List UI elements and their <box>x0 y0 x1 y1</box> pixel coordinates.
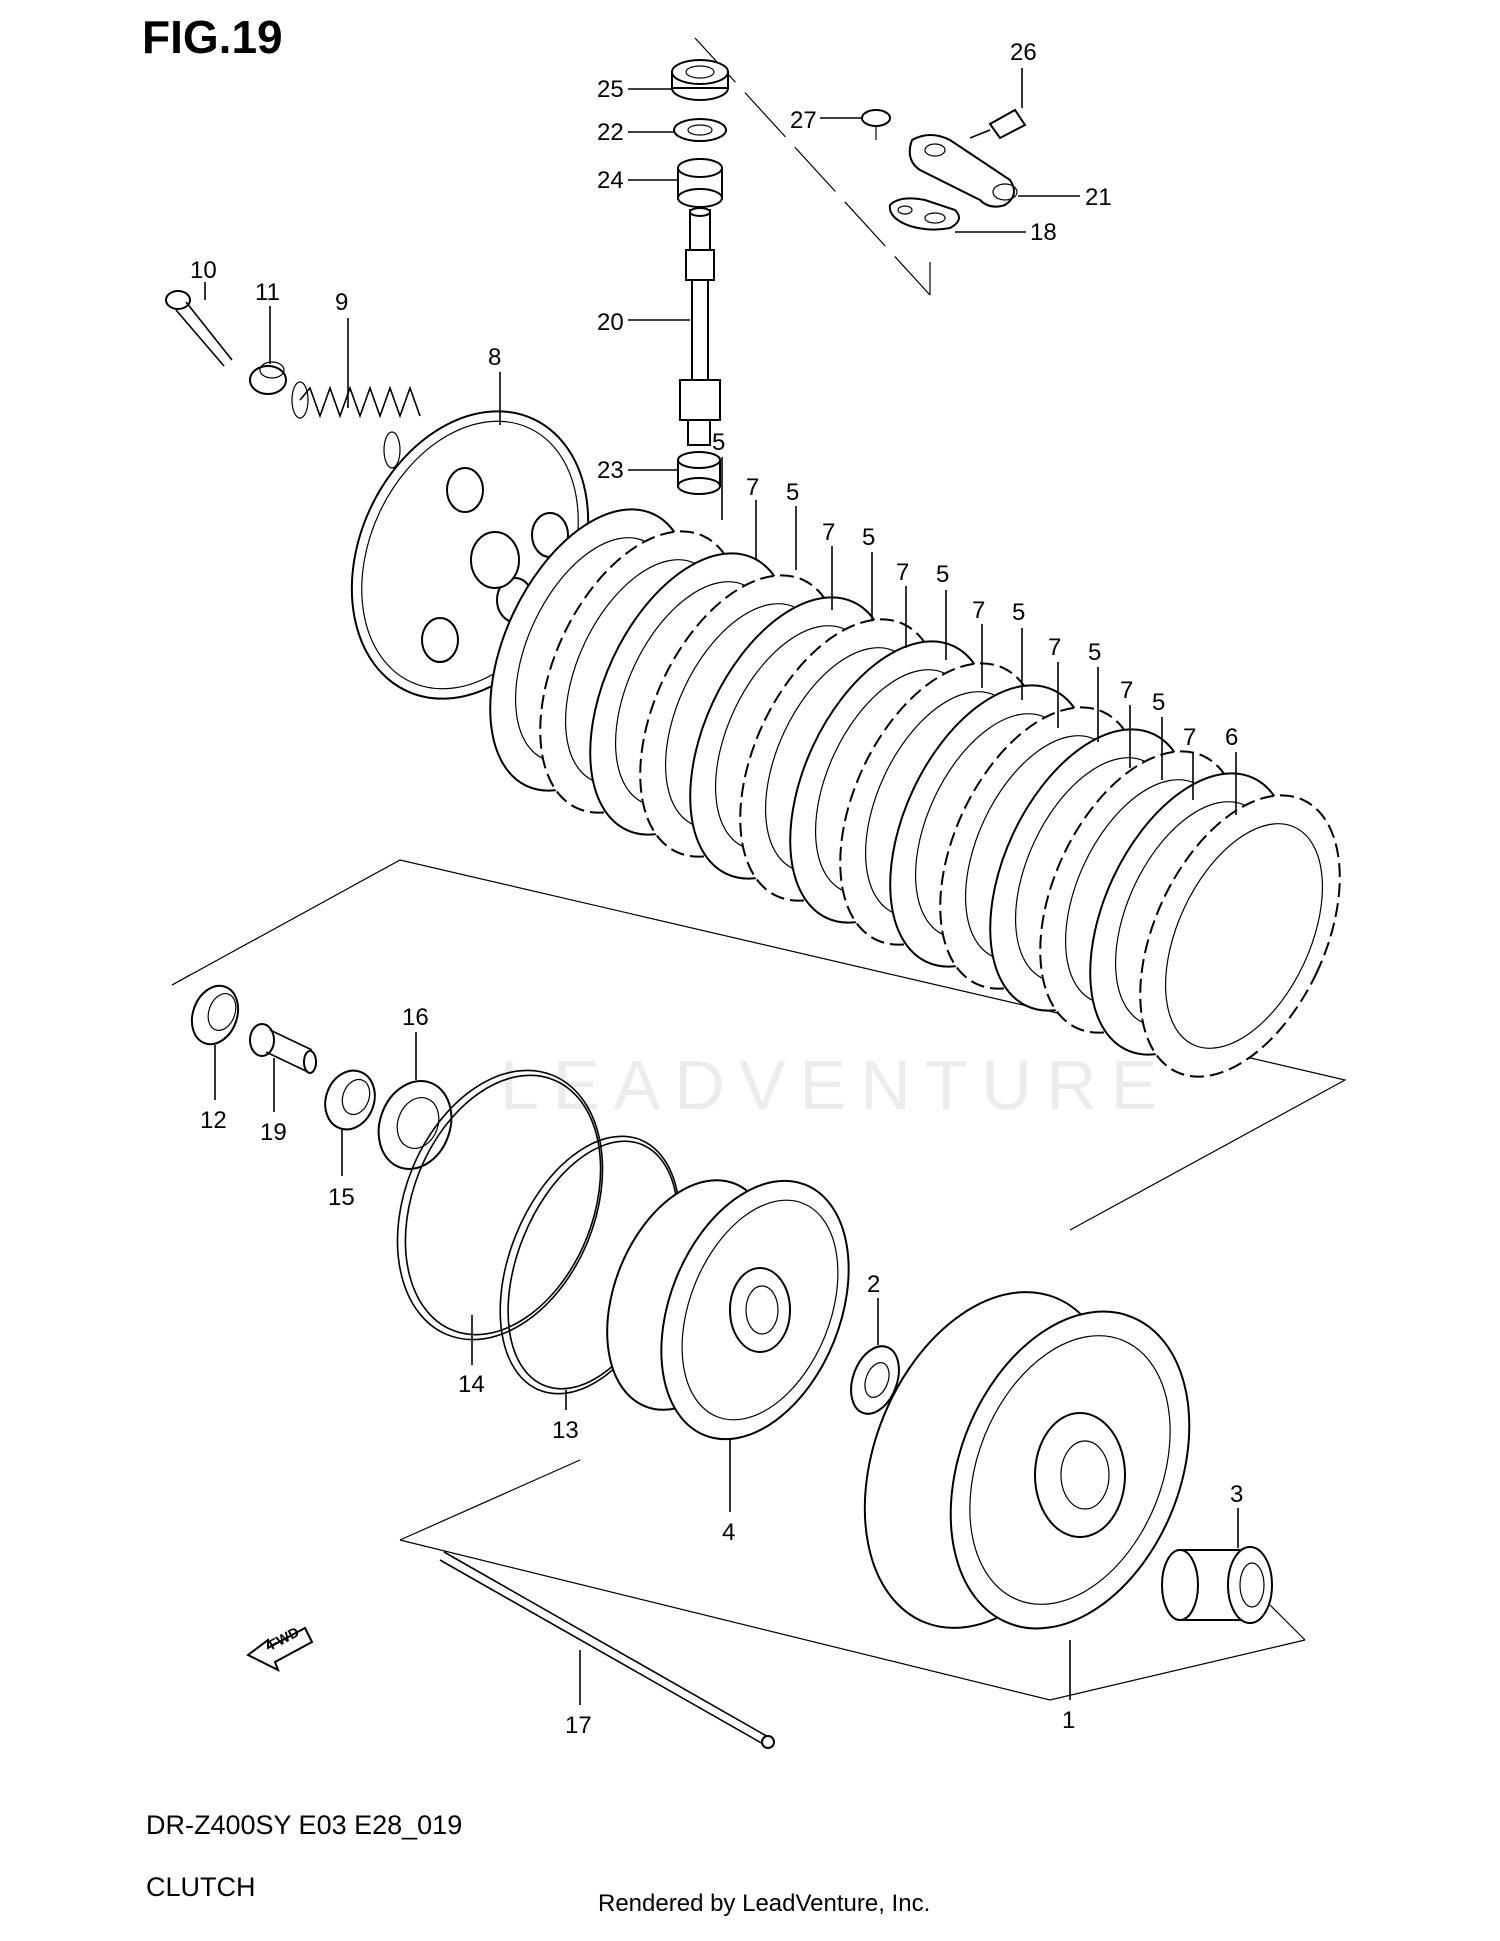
callout-label-24: 24 <box>597 167 624 194</box>
credit-line: Rendered by LeadVenture, Inc. <box>598 1890 931 1917</box>
callout-label-5: 5 <box>936 561 949 588</box>
callout-label-5: 5 <box>862 524 875 551</box>
callout-label-13: 13 <box>552 1417 579 1444</box>
callout-label-14: 14 <box>458 1371 485 1398</box>
callout-label-5: 5 <box>786 479 799 506</box>
callout-label-5: 5 <box>1012 599 1025 626</box>
callout-label-7: 7 <box>972 597 985 624</box>
callout-label-7: 7 <box>1048 634 1061 661</box>
part-16-lock-washer <box>377 1080 453 1170</box>
part-26-bolt <box>969 108 1027 140</box>
callout-label-18: 18 <box>1030 219 1057 246</box>
callout-label-10: 10 <box>190 257 217 284</box>
callout-label-25: 25 <box>597 76 624 103</box>
part-11-spacer <box>249 361 287 395</box>
callout-leader-lines <box>204 68 1239 1705</box>
part-22-washer <box>673 118 727 142</box>
callout-label-1: 1 <box>1062 1707 1075 1734</box>
fwd-arrow-icon: FWD <box>246 1624 314 1673</box>
callout-label-11: 11 <box>255 279 280 306</box>
callout-label-7: 7 <box>746 474 759 501</box>
part-20-release-shaft <box>679 207 721 446</box>
callout-label-26: 26 <box>1010 39 1037 66</box>
figure-title: FIG.19 <box>142 11 283 63</box>
part-1-clutch-housing <box>863 1291 1191 1630</box>
callout-label-12: 12 <box>200 1107 227 1134</box>
callout-label-7: 7 <box>896 559 909 586</box>
callout-label-5: 5 <box>1152 689 1165 716</box>
callout-label-5: 5 <box>712 429 725 456</box>
callout-label-7: 7 <box>1120 677 1133 704</box>
model-code: DR-Z400SY E03 E28_019 <box>146 1810 463 1840</box>
callout-label-16: 16 <box>402 1004 429 1031</box>
callout-label-2: 2 <box>867 1271 880 1298</box>
callout-label-23: 23 <box>597 457 624 484</box>
clutch-plate-stack <box>489 508 1341 1078</box>
part-18-lever-plate <box>888 197 960 231</box>
part-19-pin <box>249 1023 317 1074</box>
group-boundary-lines <box>171 37 1347 1701</box>
callout-label-7: 7 <box>1183 724 1196 751</box>
part-27-screw <box>861 109 891 140</box>
part-2-thrust-washer <box>850 1345 900 1415</box>
watermark-text: LEADVENTURE <box>500 1046 1172 1124</box>
callout-label-3: 3 <box>1230 1481 1243 1508</box>
callout-label-19: 19 <box>260 1119 287 1146</box>
part-23-needle-bearing <box>677 451 721 495</box>
callout-label-6: 6 <box>1225 724 1238 751</box>
part-15-nut <box>324 1069 376 1131</box>
callout-label-15: 15 <box>328 1184 355 1211</box>
clutch-plate <box>1139 794 1341 1078</box>
callout-label-21: 21 <box>1085 184 1112 211</box>
callout-label-17: 17 <box>565 1712 592 1739</box>
callout-label-22: 22 <box>597 119 624 146</box>
part-3-spacer <box>1161 1546 1273 1624</box>
callout-label-9: 9 <box>335 289 348 316</box>
callout-label-27: 27 <box>790 107 817 134</box>
section-name: CLUTCH <box>146 1872 256 1902</box>
part-21-release-lever <box>908 134 1018 208</box>
part-24-needle-bearing <box>677 158 723 208</box>
callout-label-5: 5 <box>1088 639 1101 666</box>
part-14-ring <box>396 1069 604 1341</box>
part-17-push-rod <box>439 1551 775 1749</box>
callout-label-4: 4 <box>722 1519 735 1546</box>
callout-label-7: 7 <box>822 519 835 546</box>
part-12-bearing <box>190 984 240 1046</box>
part-25-bearing <box>671 59 729 101</box>
part-10-bolt <box>165 290 233 367</box>
plate-inner-edge <box>1164 823 1324 1049</box>
callout-label-8: 8 <box>488 344 501 371</box>
callout-label-20: 20 <box>597 309 624 336</box>
part-4-clutch-sleeve-hub <box>606 1179 850 1441</box>
part-9-spring <box>291 381 421 469</box>
